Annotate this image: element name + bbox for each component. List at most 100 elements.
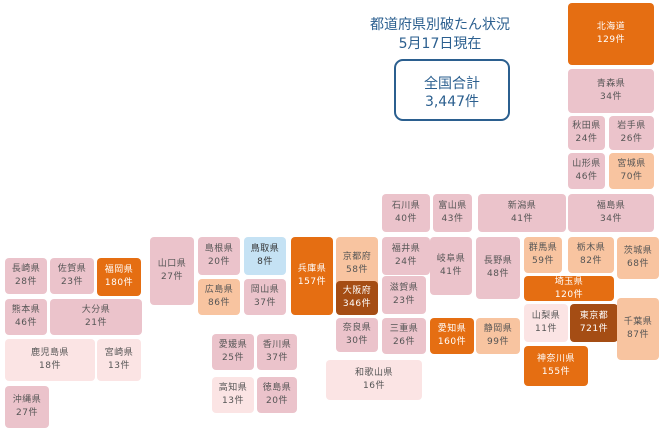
prefecture-count: 120件 [554,289,584,300]
prefecture-name: 熊本県 [11,305,41,315]
prefecture-name: 三重県 [389,324,419,334]
prefecture-name: 宮城県 [617,159,646,169]
prefecture-name: 茨城県 [623,246,653,256]
prefecture-count: 43件 [441,214,464,224]
prefecture-count: 28件 [15,277,37,287]
prefecture-name: 鹿児島県 [30,348,69,358]
prefecture-count: 20件 [266,396,288,406]
prefecture-tile: 長崎県 28件 [5,258,47,294]
prefecture-name: 北海道 [596,22,626,32]
prefecture-name: 佐賀県 [57,264,87,274]
prefecture-name: 山口県 [157,259,187,269]
prefecture-name: 富山県 [438,201,467,211]
prefecture-name: 沖縄県 [12,395,42,405]
prefecture-tile: 岐阜県 41件 [430,237,472,295]
prefecture-count: 25件 [222,353,244,363]
prefecture-name: 山形県 [572,159,601,169]
prefecture-tile: 愛媛県 25件 [212,334,254,370]
prefecture-name: 京都府 [342,252,372,262]
prefecture-name: 大分県 [81,305,111,315]
prefecture-count: 46件 [15,318,37,328]
prefecture-count: 41件 [440,267,462,277]
prefecture-tile: 沖縄県 27件 [5,386,49,428]
prefecture-name: 新潟県 [507,201,537,211]
prefecture-count: 48件 [487,269,509,279]
prefecture-tile: 大分県 21件 [50,299,142,335]
prefecture-name: 鳥取県 [250,244,280,254]
prefecture-count: 13件 [108,361,130,371]
prefecture-count: 27件 [161,272,183,282]
prefecture-tile: 長野県 48件 [476,237,520,299]
prefecture-name: 高知県 [218,383,248,393]
title-line-2: 5月17日現在 [398,36,482,52]
prefecture-count: 8件 [257,257,273,267]
prefecture-count: 129件 [596,35,626,45]
prefecture-tile: 熊本県 46件 [5,299,47,335]
national-total-box: 全国合計 3,447件 [394,59,510,121]
total-label: 全国合計 [424,76,480,92]
prefecture-name: 埼玉県 [554,276,584,287]
prefecture-tile: 福島県 34件 [568,194,654,232]
prefecture-name: 長崎県 [11,264,41,274]
prefecture-count: 16件 [363,381,385,391]
prefecture-name: 愛媛県 [218,340,248,350]
prefecture-count: 27件 [16,408,38,418]
prefecture-count: 87件 [627,330,649,340]
prefecture-count: 34件 [600,214,622,224]
prefecture-count: 155件 [541,367,571,377]
prefecture-name: 奈良県 [342,323,372,333]
prefecture-count: 70件 [620,172,643,182]
prefecture-count: 13件 [222,396,244,406]
prefecture-name: 東京都 [579,311,609,321]
prefecture-name: 愛知県 [437,324,467,334]
prefecture-count: 37件 [266,353,288,363]
prefecture-count: 24件 [395,257,417,267]
prefecture-name: 福島県 [596,201,626,211]
prefecture-count: 37件 [254,298,276,308]
prefecture-name: 長野県 [483,256,513,266]
prefecture-tile: 岡山県 37件 [244,279,286,315]
prefecture-name: 広島県 [204,285,234,295]
prefecture-name: 石川県 [391,201,421,211]
prefecture-name: 静岡県 [483,324,513,334]
prefecture-tile: 宮城県 70件 [609,153,654,189]
prefecture-name: 大阪府 [342,286,372,296]
prefecture-name: 滋賀県 [389,283,419,293]
prefecture-count: 157件 [297,277,327,287]
prefecture-count: 26件 [620,134,643,144]
prefecture-name: 青森県 [596,79,626,89]
prefecture-count: 24件 [575,134,598,144]
prefecture-count: 180件 [104,278,134,288]
prefecture-count: 21件 [85,318,107,328]
prefecture-tile: 兵庫県 157件 [291,237,333,315]
prefecture-count: 58件 [346,265,368,275]
prefecture-name: 兵庫県 [297,264,327,274]
prefecture-name: 栃木県 [576,243,606,253]
prefecture-count: 26件 [393,337,415,347]
prefecture-name: 岡山県 [250,285,280,295]
prefecture-name: 福岡県 [104,265,134,275]
prefecture-count: 346件 [342,299,372,309]
prefecture-count: 20件 [208,257,230,267]
prefecture-count: 41件 [511,214,533,224]
prefecture-name: 群馬県 [528,243,558,253]
prefecture-name: 岐阜県 [436,254,466,264]
prefecture-tile: 富山県 43件 [433,194,472,232]
prefecture-count: 721件 [579,324,609,334]
